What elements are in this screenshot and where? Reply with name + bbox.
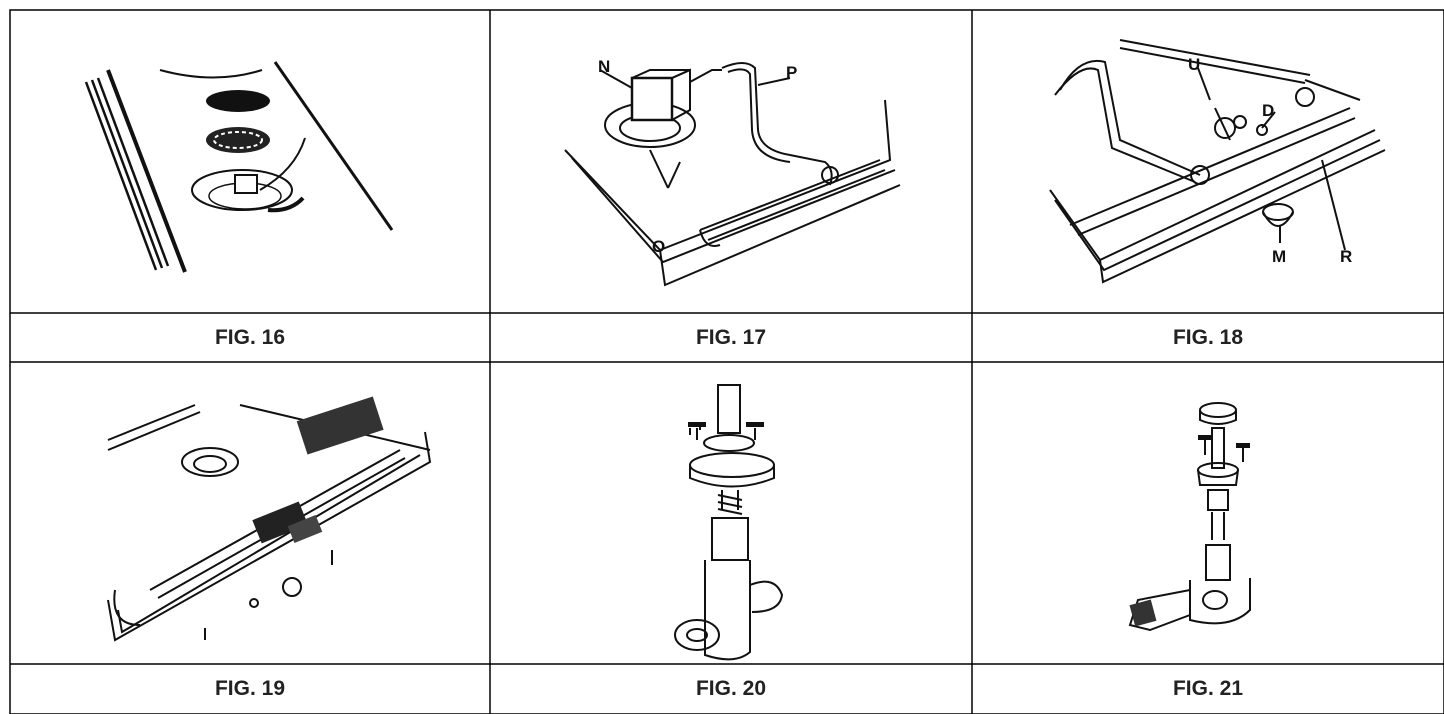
fig17-label-n: N <box>598 57 610 76</box>
fig20-caption: FIG. 20 <box>695 677 767 700</box>
fig19-caption: FIG. 19 <box>214 677 286 700</box>
fig17-label-p: P <box>786 63 797 82</box>
fig18-label-d: D <box>1262 101 1274 120</box>
fig16-caption: FIG. 16 <box>214 325 286 349</box>
fig21-caption: FIG. 21 <box>1172 677 1244 700</box>
fig17-label-o: O <box>652 237 665 256</box>
fig18-label-r: R <box>1340 247 1352 266</box>
fig18-label-m: M <box>1272 247 1286 266</box>
fig18-label-u: U <box>1188 55 1200 74</box>
fig18-caption: FIG. 18 <box>1172 325 1244 349</box>
fig17-caption: FIG. 17 <box>695 325 767 349</box>
